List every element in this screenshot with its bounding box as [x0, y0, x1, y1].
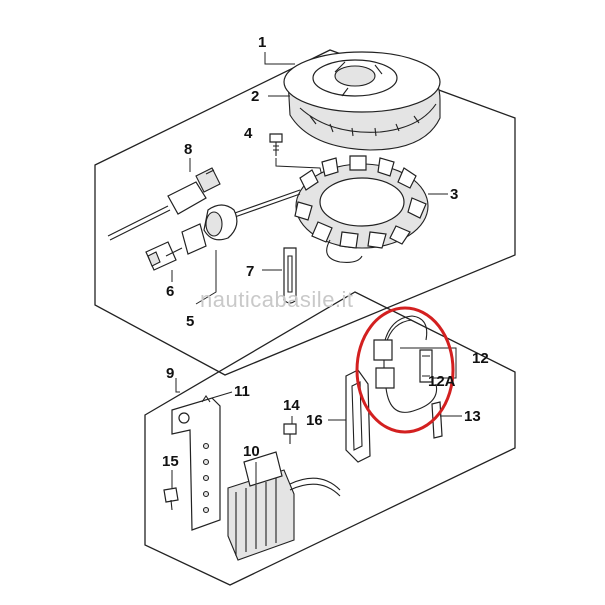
screw-14 [283, 423, 297, 444]
highlight-circle [355, 306, 455, 434]
callout-3: 3 [450, 186, 458, 203]
callout-4: 4 [244, 125, 253, 142]
callout-11: 11 [234, 383, 250, 400]
callout-14: 14 [283, 397, 300, 414]
callout-9: 9 [166, 365, 174, 382]
callout-12a: 12A [428, 373, 456, 390]
lower-assembly-frame [144, 291, 516, 586]
callout-2: 2 [251, 88, 259, 105]
callout-12: 12 [472, 350, 489, 367]
stator [294, 155, 429, 263]
clip-7 [283, 247, 297, 304]
upper-assembly-frame [94, 49, 516, 376]
watermark: nauticabasile.it [200, 287, 354, 312]
callout-16: 16 [306, 412, 323, 429]
bracket-11 [171, 395, 221, 531]
screw-15 [163, 487, 179, 511]
callout-5: 5 [186, 313, 194, 330]
callout-15: 15 [162, 453, 179, 470]
callout-1: 1 [258, 34, 266, 51]
callout-6: 6 [166, 283, 174, 300]
rectifier-regulator [227, 451, 341, 561]
callout-10: 10 [243, 443, 260, 460]
bolt-4 [269, 133, 283, 156]
wire-harness [107, 167, 301, 271]
callout-7: 7 [246, 263, 254, 280]
fuse-holder [373, 315, 438, 413]
callout-13: 13 [464, 408, 481, 425]
callout-8: 8 [184, 141, 192, 158]
flywheel [283, 51, 441, 151]
fuse-12a [419, 349, 433, 383]
